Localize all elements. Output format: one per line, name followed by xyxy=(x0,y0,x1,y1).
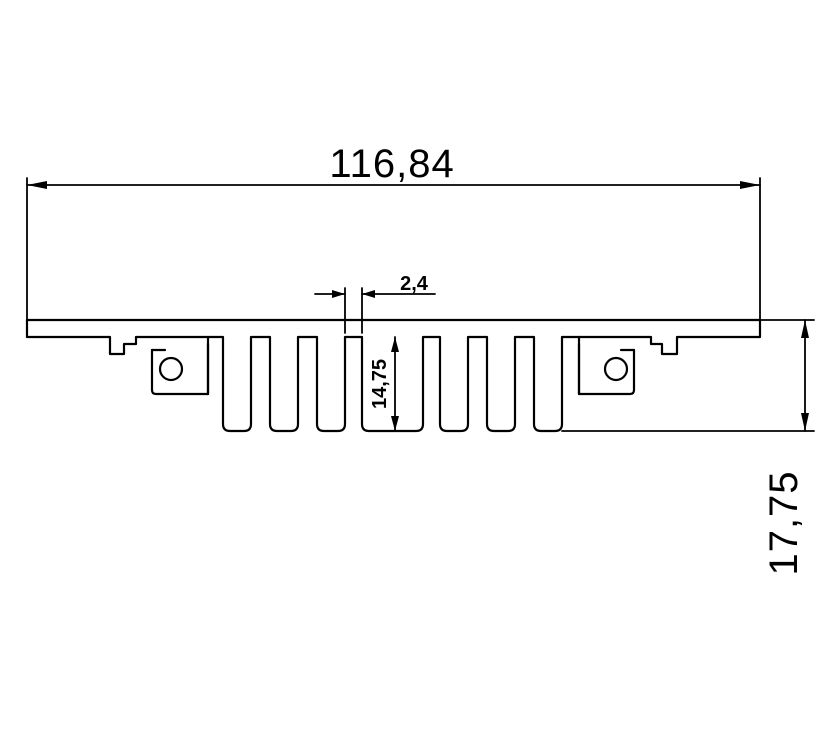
base-bottom-right xyxy=(577,318,762,356)
heatsink-profile xyxy=(25,318,762,433)
fin-array xyxy=(206,335,581,433)
fin-arrowhead-right xyxy=(362,290,375,298)
left-screw-channel xyxy=(158,356,184,382)
overall-width-dimension: 116,84 xyxy=(26,142,761,338)
overall-height-dimension: 17,75 xyxy=(561,319,815,576)
fin-thickness-label: 2,4 xyxy=(400,273,429,295)
height-arrow-top xyxy=(801,320,809,338)
fin-height-dimension: 14,75 xyxy=(369,336,399,432)
left-mount-slot xyxy=(150,342,210,396)
overall-height-label: 17,75 xyxy=(762,470,806,575)
base-bottom-left xyxy=(25,318,210,356)
arrowhead-right xyxy=(740,181,760,189)
fin-height-arrow-top xyxy=(391,337,399,352)
height-arrow-bottom xyxy=(801,413,809,431)
arrowhead-left xyxy=(27,181,47,189)
right-screw-channel xyxy=(603,356,629,382)
fin-height-arrow-bottom xyxy=(391,416,399,431)
overall-width-label: 116,84 xyxy=(329,142,454,186)
fin-height-label: 14,75 xyxy=(369,359,391,409)
fin-thickness-dimension: 2,4 xyxy=(314,273,436,334)
right-mount-slot xyxy=(577,342,636,396)
fin-arrowhead-left xyxy=(332,290,345,298)
